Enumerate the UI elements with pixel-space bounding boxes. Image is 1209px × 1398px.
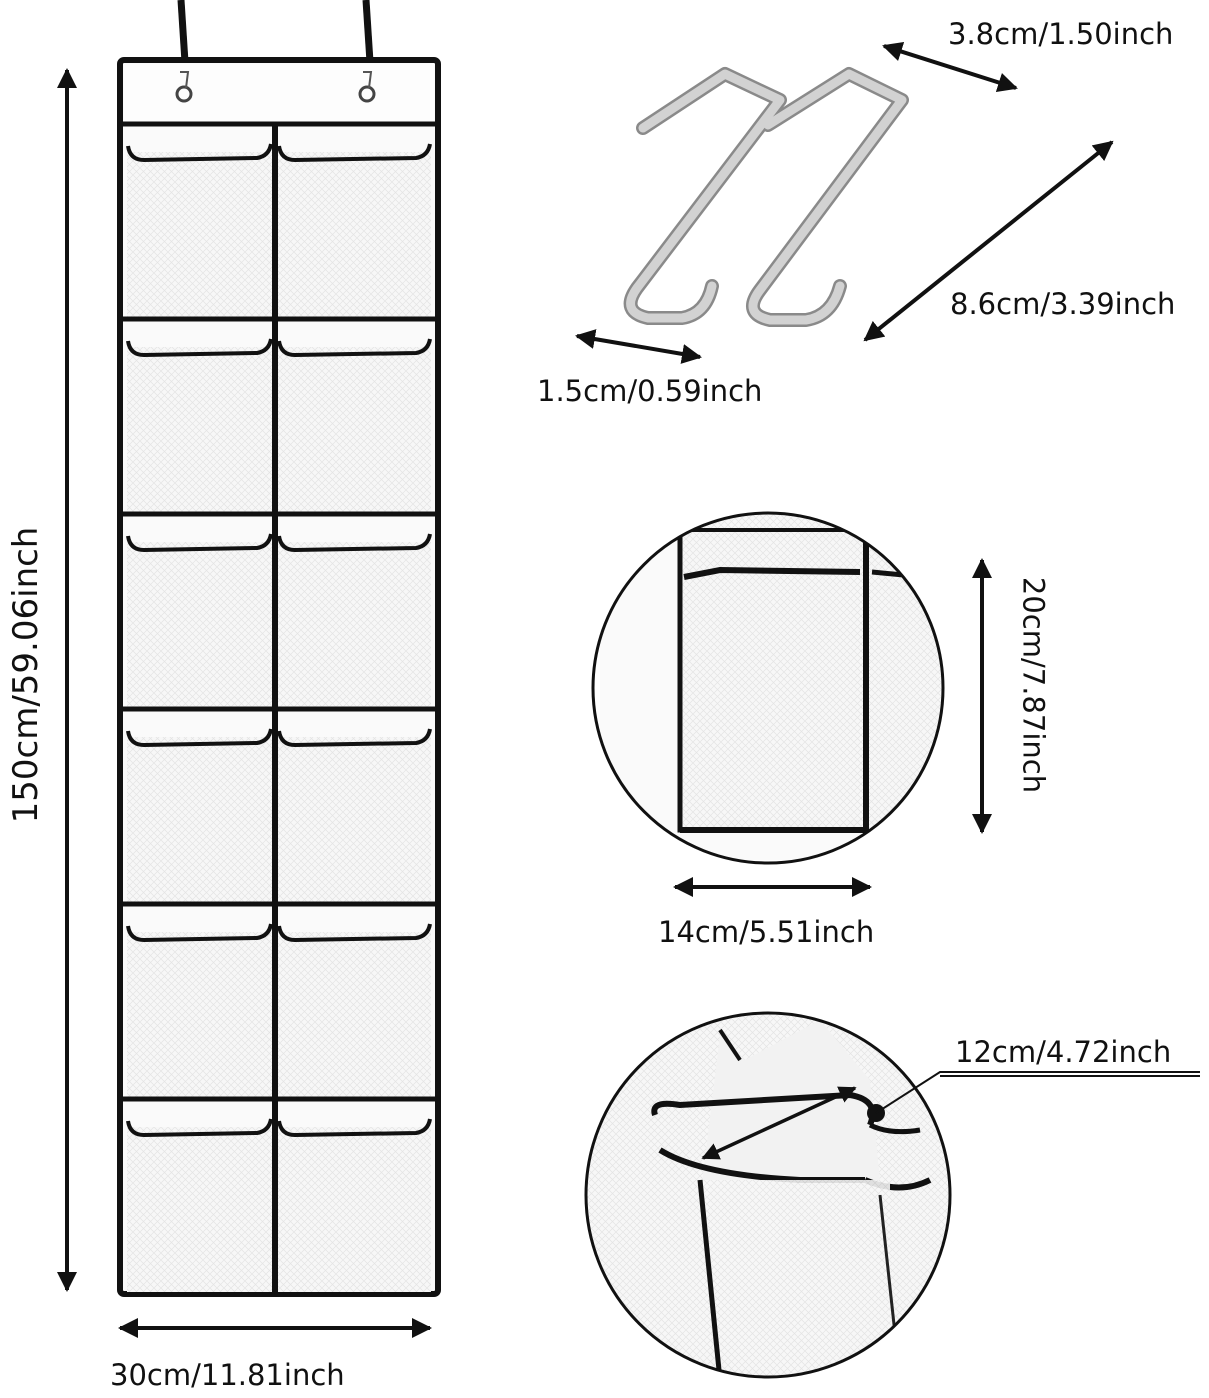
- pocket-depth-arrow: [701, 1086, 857, 1160]
- pocket-depth-label: 12cm/4.72inch: [955, 1035, 1172, 1069]
- pocket-edge: [126, 338, 273, 358]
- pocket-edge: [277, 923, 432, 943]
- pocket-width-label: 14cm/5.51inch: [658, 915, 875, 949]
- pocket-mesh: [278, 737, 431, 902]
- grommet-icon: [358, 85, 376, 103]
- pocket-grid: [120, 143, 438, 1292]
- hanging-strap-left: [177, 0, 189, 63]
- pocket-mesh: [127, 152, 272, 317]
- pocket-mesh: [278, 542, 431, 707]
- hook-length-arrow: [863, 140, 1114, 342]
- pocket-edge: [277, 728, 432, 748]
- pocket-mesh: [127, 1127, 272, 1292]
- pocket-mesh: [278, 932, 431, 1097]
- organizer-header-panel: [124, 64, 434, 122]
- pocket-mesh: [278, 152, 431, 317]
- pocket-mesh: [278, 347, 431, 512]
- hook-left: [626, 69, 785, 323]
- pocket-mesh: [127, 932, 272, 1097]
- pocket-edge: [277, 338, 432, 358]
- pocket-edge: [277, 533, 432, 553]
- pocket-edge: [126, 143, 273, 163]
- hook-thickness-arrow: [575, 329, 702, 364]
- hook-width-label: 3.8cm/1.50inch: [948, 17, 1174, 51]
- pocket-edge: [126, 1118, 273, 1138]
- pocket-detail-depth: [584, 1011, 952, 1379]
- height-label: 150cm/59.06inch: [6, 526, 46, 824]
- hanging-strap-right: [362, 0, 374, 63]
- callout-leader: [875, 1071, 1200, 1114]
- pocket-mesh: [127, 347, 272, 512]
- pocket-mesh: [127, 737, 272, 902]
- pocket-height-label: 20cm/7.87inch: [1016, 576, 1051, 794]
- pocket-edge: [126, 728, 273, 748]
- door-organizer: [117, 0, 441, 1297]
- pocket-mesh: [127, 542, 272, 707]
- pocket-mesh: [278, 1127, 431, 1292]
- pocket-edge: [126, 923, 273, 943]
- width-label: 30cm/11.81inch: [110, 1358, 345, 1392]
- hook-right: [748, 69, 907, 325]
- hook-width-arrow: [882, 41, 1018, 93]
- pocket-edge: [277, 143, 432, 163]
- pocket-detail-front: [591, 511, 945, 865]
- hook-length-label: 8.6cm/3.39inch: [950, 287, 1176, 321]
- pocket-edge: [126, 533, 273, 553]
- grommet-icon: [175, 85, 193, 103]
- pocket-edge: [277, 1118, 432, 1138]
- over-door-hooks: [623, 67, 909, 327]
- hook-thickness-label: 1.5cm/0.59inch: [537, 374, 763, 408]
